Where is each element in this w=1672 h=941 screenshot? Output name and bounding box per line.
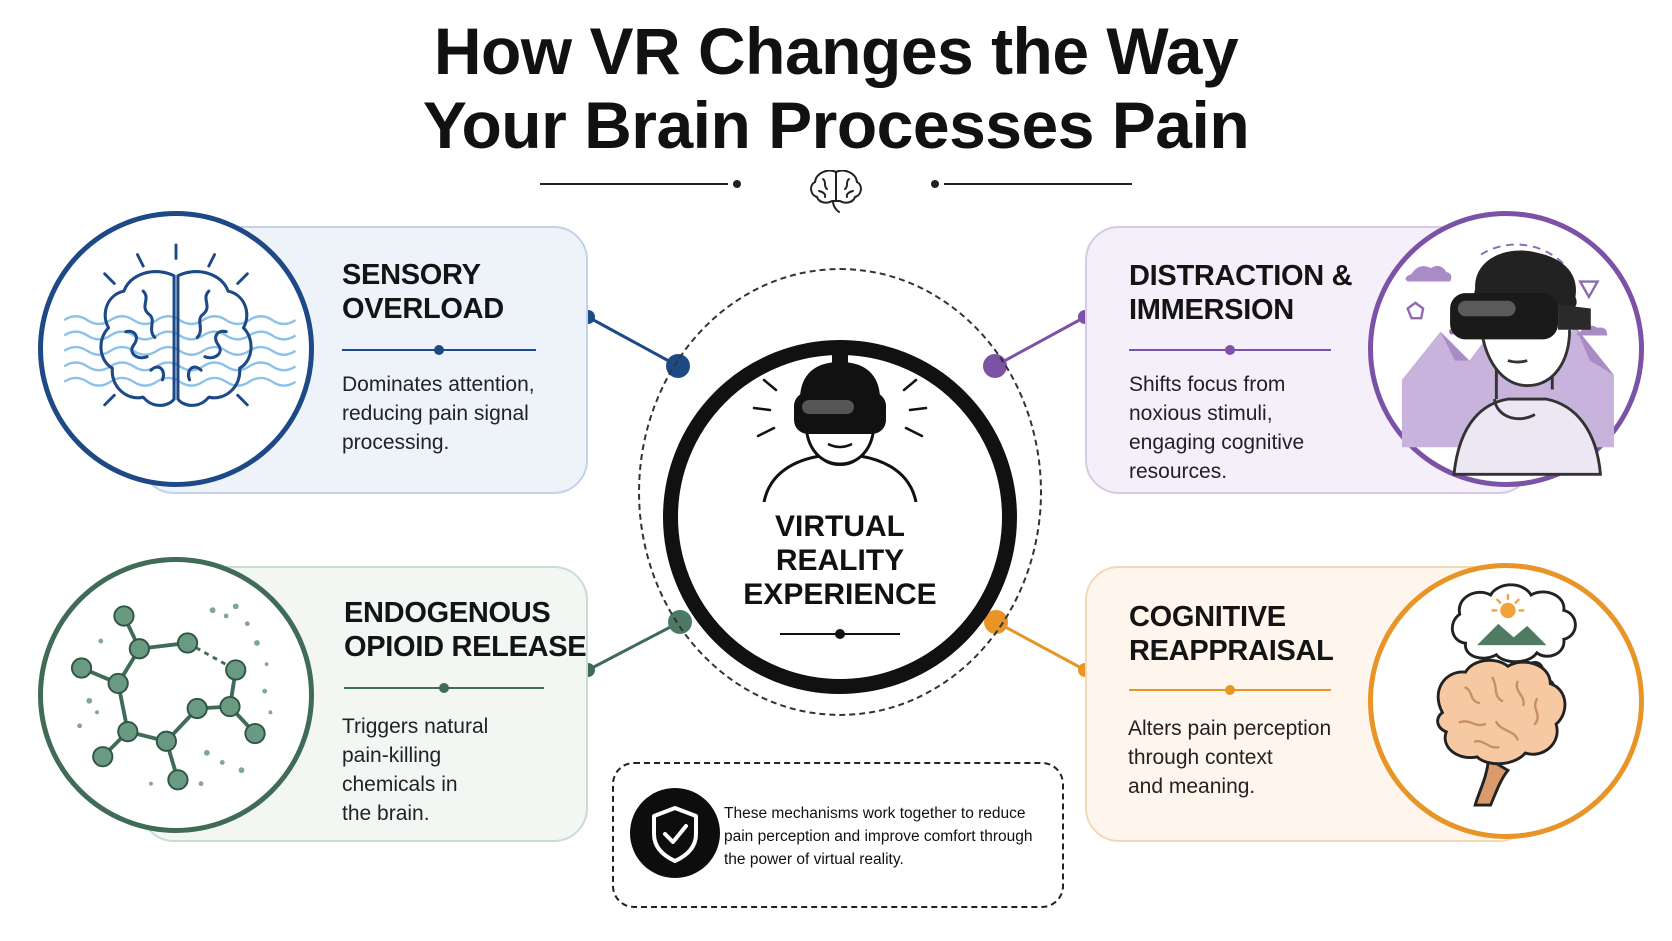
title-divider	[540, 170, 1132, 213]
shield-check-icon	[630, 788, 720, 878]
description-line: engaging cognitive	[1129, 431, 1305, 454]
description-line: the brain.	[342, 802, 430, 825]
description-line: pain-killing	[342, 744, 442, 767]
brain-waves-icon	[63, 243, 297, 407]
heading-line: IMMERSION	[1129, 294, 1294, 326]
distraction-immersion-description: Shifts focus from noxious stimuli, engag…	[1129, 370, 1304, 486]
center-label-line: VIRTUAL	[775, 510, 905, 543]
description-line: Alters pain perception	[1128, 717, 1332, 740]
cognitive-reappraisal-illustration	[1368, 563, 1644, 839]
molecule-icon	[70, 603, 273, 791]
brain-icon	[810, 170, 862, 213]
summary-note: These mechanisms work together to reduce…	[612, 762, 1064, 908]
sensory-overload-description: Dominates attention, reducing pain signa…	[342, 370, 535, 457]
title-line-2: Your Brain Processes Pain	[422, 88, 1250, 162]
note-line: pain perception and improve comfort thro…	[724, 828, 1033, 845]
description-line: processing.	[342, 431, 450, 454]
sensory-overload-heading: SENSORY OVERLOAD	[342, 258, 504, 326]
description-line: reducing pain signal	[342, 402, 529, 425]
center-label-line: EXPERIENCE	[743, 578, 937, 611]
heading-line: COGNITIVE	[1129, 601, 1286, 633]
title-line-1: How VR Changes the Way	[433, 14, 1239, 88]
description-line: Triggers natural	[342, 715, 489, 738]
heading-line: DISTRACTION &	[1129, 260, 1353, 292]
brain-thought-bubble-icon	[1436, 583, 1577, 807]
cognitive-separator	[1129, 684, 1331, 696]
summary-note-text: These mechanisms work together to reduce…	[724, 802, 1054, 871]
sensory-overload-illustration	[38, 211, 314, 487]
center-label-line: REALITY	[775, 544, 905, 577]
opioid-separator	[344, 682, 544, 694]
sensory-separator	[342, 344, 536, 356]
cognitive-reappraisal-description: Alters pain perception through context a…	[1128, 714, 1331, 801]
description-line: Dominates attention,	[342, 373, 535, 396]
opioid-release-heading: ENDOGENOUS OPIOID RELEASE	[344, 596, 587, 664]
heading-line: SENSORY	[342, 259, 481, 291]
cognitive-reappraisal-heading: COGNITIVE REAPPRAISAL	[1129, 600, 1334, 668]
description-line: Shifts focus from	[1129, 373, 1286, 396]
heading-line: OVERLOAD	[342, 293, 504, 325]
heading-line: OPIOID RELEASE	[344, 631, 587, 663]
distraction-immersion-heading: DISTRACTION & IMMERSION	[1129, 259, 1353, 327]
description-line: noxious stimuli,	[1129, 402, 1273, 425]
center-label: VIRTUAL REALITY EXPERIENCE	[690, 510, 990, 612]
description-line: through context	[1128, 746, 1273, 769]
person-vr-headset-icon	[1401, 243, 1614, 476]
distraction-separator	[1129, 344, 1331, 356]
description-line: chemicals in	[342, 773, 458, 796]
distraction-immersion-illustration	[1368, 211, 1644, 487]
vr-headset-person-icon	[752, 352, 928, 502]
center-separator	[780, 628, 900, 640]
heading-line: ENDOGENOUS	[344, 597, 551, 629]
note-line: These mechanisms work together to reduce	[724, 805, 1026, 822]
page-title: How VR Changes the Way Your Brain Proces…	[0, 14, 1672, 162]
opioid-release-illustration	[38, 557, 314, 833]
description-line: resources.	[1129, 460, 1228, 483]
description-line: and meaning.	[1128, 775, 1256, 798]
opioid-release-description: Triggers natural pain-killing chemicals …	[342, 712, 488, 828]
heading-line: REAPPRAISAL	[1129, 635, 1334, 667]
center-dashed-ring	[638, 268, 1042, 716]
note-line: the power of virtual reality.	[724, 851, 904, 868]
